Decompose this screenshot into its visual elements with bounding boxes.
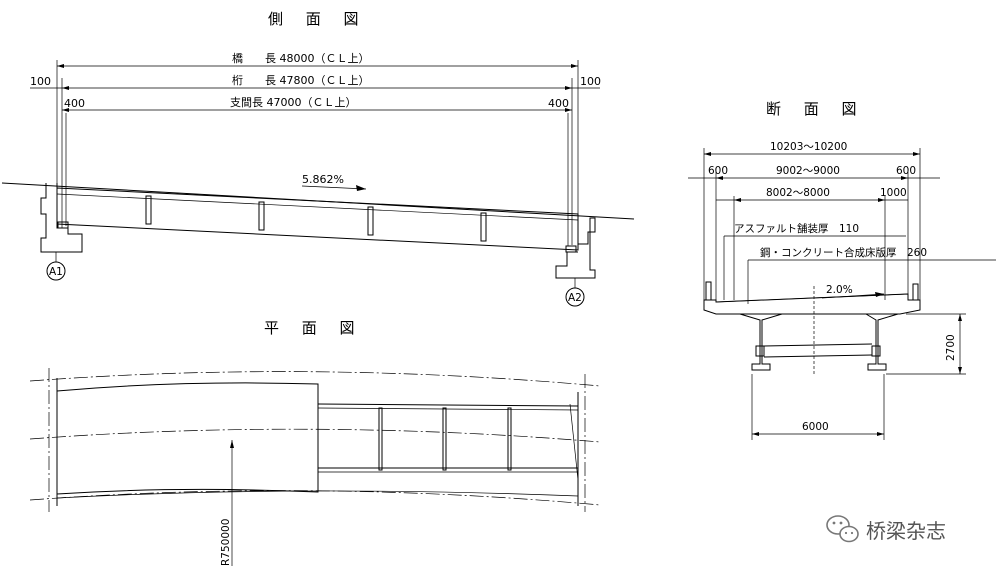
girder-length-label: 桁 長 47800（ＣＬ上） xyxy=(232,73,370,87)
right-600-label: 600 xyxy=(896,165,916,177)
right-400-label: 400 xyxy=(548,97,569,110)
abutment-a2 xyxy=(555,216,596,279)
grade-arrow xyxy=(301,185,367,190)
cross-beam-section-bottom xyxy=(763,354,873,358)
road-centre-line xyxy=(29,428,601,443)
plan-view-title: 平 面 図 xyxy=(264,319,364,337)
girder-right-section xyxy=(865,313,899,371)
arrow-right xyxy=(913,152,920,156)
deck-slab-plan xyxy=(56,382,319,495)
cross-beam xyxy=(480,212,487,242)
carriage-width-label: 8002～8000 xyxy=(766,187,830,199)
arrow-left xyxy=(62,86,69,90)
arrow-right xyxy=(877,432,884,436)
section-view-title: 断 面 図 xyxy=(766,100,866,118)
arrow-right xyxy=(901,176,908,180)
bearing-right-section xyxy=(871,345,881,357)
radius-arrowhead xyxy=(230,440,234,448)
arrow-bottom xyxy=(958,367,962,374)
arrow-top xyxy=(958,314,962,321)
slab-label: 鋼・コンクリート合成床版厚 260 xyxy=(760,246,927,259)
arrow-left xyxy=(704,152,711,156)
cross-beam-plan xyxy=(442,407,447,471)
a2-label: A2 xyxy=(568,292,582,304)
right-100-label: 100 xyxy=(580,75,601,88)
bearing-left-section xyxy=(755,345,765,357)
slab-edge-bottom xyxy=(56,490,579,499)
arrow-left xyxy=(716,176,723,180)
overall-width-label: 10203～10200 xyxy=(770,141,847,153)
crossfall-label: 2.0% xyxy=(826,284,853,296)
height-label: 2700 xyxy=(945,334,957,361)
arrow-right xyxy=(565,86,572,90)
mid-width-label: 9002～9000 xyxy=(776,165,840,177)
grade-label: 5.862% xyxy=(302,173,344,186)
arrow-right xyxy=(878,198,885,202)
cross-beam xyxy=(258,201,265,231)
arrow-left xyxy=(734,198,741,202)
cross-beam xyxy=(367,206,374,236)
end-cross-beam-plan xyxy=(569,403,579,481)
deck-section xyxy=(703,293,921,315)
cross-beam-plan xyxy=(378,407,383,471)
arrow-left xyxy=(752,432,759,436)
left-600-label: 600 xyxy=(708,165,728,177)
cross-beam-section-top xyxy=(763,343,873,347)
left-100-label: 100 xyxy=(30,75,51,88)
arrow-left xyxy=(62,108,69,112)
main-girder xyxy=(56,187,579,251)
girder-spacing-label: 6000 xyxy=(802,421,829,433)
cross-beam-plan xyxy=(507,407,512,471)
a1-label: A1 xyxy=(49,266,63,278)
crossfall-arrowhead xyxy=(875,292,884,297)
span-length-label: 支間長 47000（ＣＬ上） xyxy=(230,96,357,109)
right-1000-label: 1000 xyxy=(880,187,907,199)
railing-right xyxy=(912,283,919,301)
a1-marker xyxy=(46,261,66,281)
bearing-a1 xyxy=(57,221,69,229)
asphalt-label: アスファルト舗装厚 110 xyxy=(734,222,859,235)
watermark-text: 桥梁杂志 xyxy=(866,519,946,543)
arrow-right xyxy=(565,108,572,112)
left-400-label: 400 xyxy=(64,97,85,110)
a2-marker xyxy=(565,287,585,307)
crossfall-arrow xyxy=(821,293,885,299)
girder-plan-top xyxy=(317,403,579,407)
girder-plan-top-inner xyxy=(317,407,579,411)
radius-label: R750000 xyxy=(220,519,232,566)
road-edge-line-bottom xyxy=(29,490,601,506)
grade-arrowhead xyxy=(356,185,366,191)
cross-beam xyxy=(145,195,152,225)
abutment-a1 xyxy=(40,183,83,253)
road-edge-line-top xyxy=(29,371,601,387)
railing-left xyxy=(705,281,712,301)
arrow-right xyxy=(571,64,578,68)
wechat-icon xyxy=(826,515,859,543)
bearing-a2 xyxy=(565,245,577,253)
girder-left-section xyxy=(739,313,783,371)
arrow-left xyxy=(57,64,64,68)
bridge-length-label: 橋 長 48000（ＣＬ上） xyxy=(232,51,370,65)
girder-top-flange xyxy=(56,193,579,221)
side-view-title: 側 面 図 xyxy=(268,10,368,28)
